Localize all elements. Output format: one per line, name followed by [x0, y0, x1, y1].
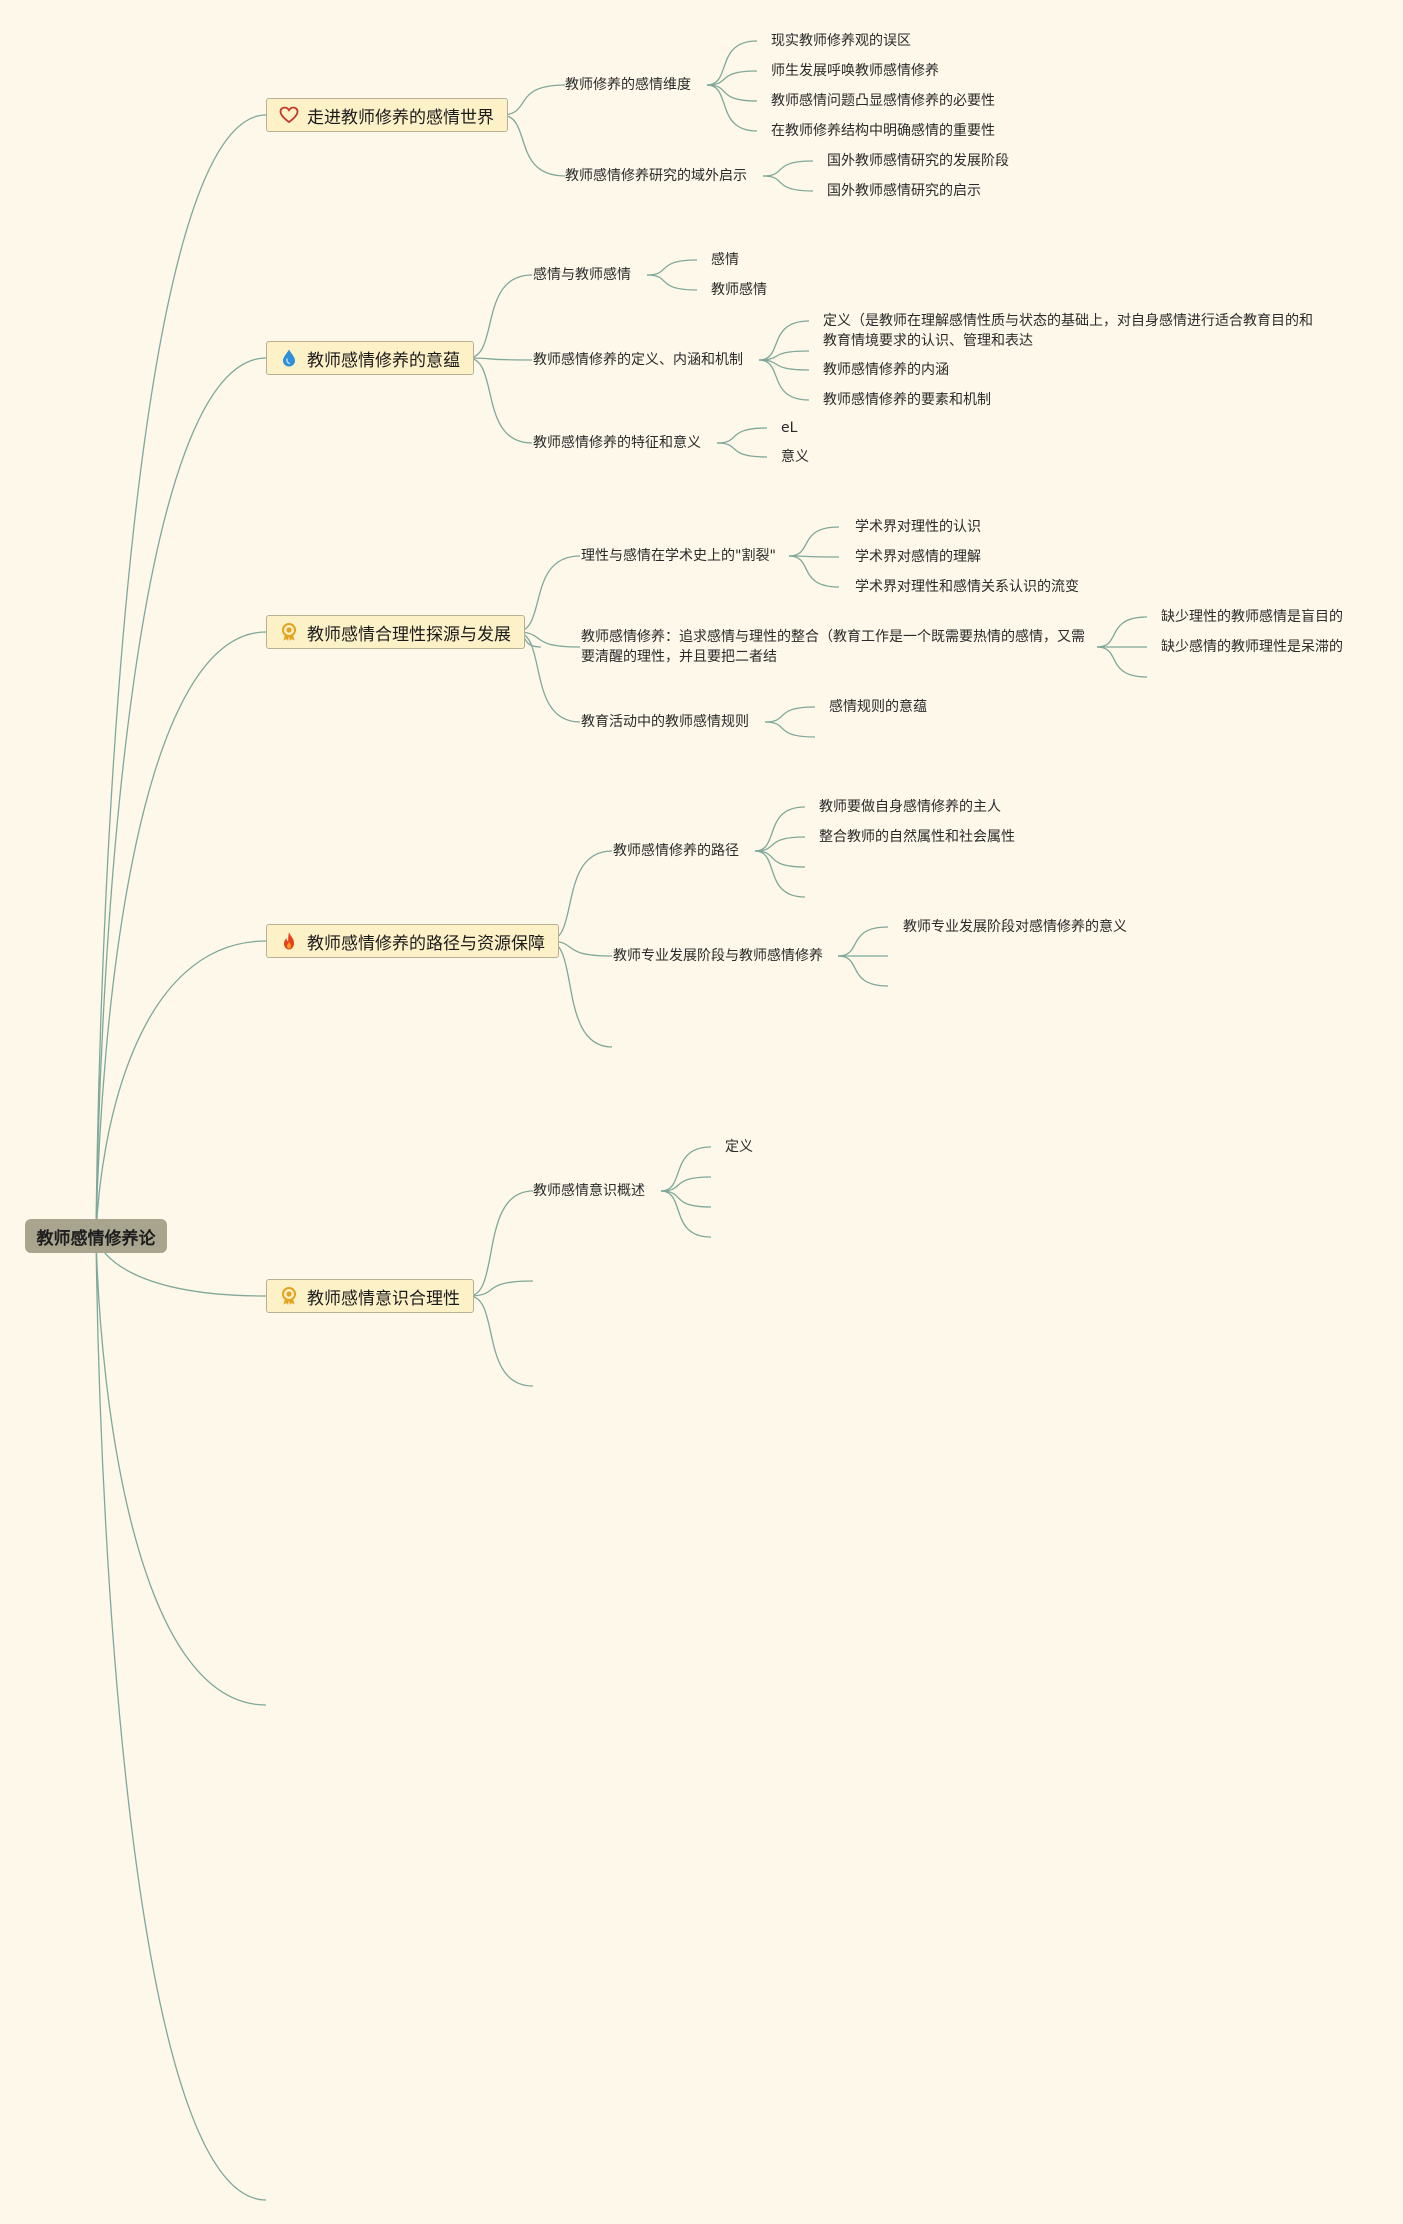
leaf-link-9-4 — [754, 850, 806, 898]
subtopic-4-1[interactable]: 教师感情修养的路径 — [613, 843, 739, 859]
leaf-link-11-3 — [660, 1190, 712, 1208]
topic-3-link-1 — [515, 555, 581, 633]
leaf-1-1-2[interactable]: 师生发展呼唤教师感情修养 — [771, 63, 939, 79]
topic-3[interactable]: 教师感情合理性探源与发展 — [266, 615, 525, 649]
leaf-link-8-2 — [764, 721, 816, 738]
subtopic-3-3[interactable]: 教育活动中的教师感情规则 — [581, 714, 749, 730]
leaf-link-4-1 — [758, 320, 810, 361]
subtopic-2-2[interactable]: 教师感情修养的定义、内涵和机制 — [533, 352, 743, 368]
subtopic-3-1[interactable]: 理性与感情在学术史上的"割裂" — [581, 548, 776, 564]
leaf-1-2-1[interactable]: 国外教师感情研究的发展阶段 — [827, 153, 1009, 169]
leaf-3-2-1[interactable]: 缺少理性的教师感情是盲目的 — [1161, 609, 1343, 625]
leaf-link-7-3 — [1096, 646, 1148, 678]
leaf-1-1-3[interactable]: 教师感情问题凸显感情修养的必要性 — [771, 93, 995, 109]
leaf-link-6-3 — [788, 555, 840, 588]
leaf-2-3-2[interactable]: 意义 — [781, 449, 809, 465]
topic-2-link-1 — [467, 274, 533, 359]
topic-5-link-1 — [468, 1190, 534, 1297]
leaf-3-1-3[interactable]: 学术界对理性和感情关系认识的流变 — [855, 579, 1079, 595]
leaf-2-1-2[interactable]: 教师感情 — [711, 282, 767, 298]
leaf-2-1-1[interactable]: 感情 — [711, 252, 739, 268]
topic-2-link-2 — [467, 357, 533, 361]
topic-5-link-3 — [468, 1295, 534, 1387]
leaf-1-2-2[interactable]: 国外教师感情研究的启示 — [827, 183, 981, 199]
leaf-link-5-2 — [716, 442, 768, 458]
topic-1-link-2 — [500, 114, 566, 177]
leaf-3-1-1[interactable]: 学术界对理性的认识 — [855, 519, 981, 535]
leaf-link-9-3 — [754, 850, 806, 868]
leaf-4-2-1[interactable]: 教师专业发展阶段对感情修养的意义 — [903, 919, 1127, 935]
leaf-link-8-1 — [764, 706, 816, 723]
medal-icon — [279, 1286, 299, 1306]
leaf-4-1-1[interactable]: 教师要做自身感情修养的主人 — [819, 799, 1001, 815]
leaf-link-6-2 — [788, 555, 840, 558]
topic-1-label: 走进教师修养的感情世界 — [307, 107, 494, 128]
subtopic-4-2[interactable]: 教师专业发展阶段与教师感情修养 — [613, 948, 823, 964]
leaf-3-3-1[interactable]: 感情规则的意蕴 — [829, 699, 927, 715]
leaf-1-1-1[interactable]: 现实教师修养观的误区 — [771, 33, 911, 49]
leaf-link-1-3 — [706, 84, 758, 102]
leaf-5-1-1[interactable]: 定义 — [725, 1139, 753, 1155]
leaf-link-3-2 — [646, 274, 698, 291]
leaf-link-4-4 — [758, 359, 810, 401]
water-drop-icon — [279, 348, 299, 368]
topic-2-link-3 — [467, 357, 533, 444]
leaf-2-2-3[interactable]: 教师感情修养的要素和机制 — [823, 392, 991, 408]
subtopic-1-1[interactable]: 教师修养的感情维度 — [565, 77, 691, 93]
leaf-link-9-2 — [754, 836, 806, 852]
topic-1[interactable]: 走进教师修养的感情世界 — [266, 98, 508, 132]
leaf-link-7-1 — [1096, 616, 1148, 648]
leaf-link-2-1 — [762, 160, 814, 177]
root-link-6 — [95, 1235, 267, 1706]
root-link-7 — [95, 1235, 267, 2201]
topic-5-link-2 — [468, 1280, 534, 1297]
leaf-2-2-2[interactable]: 教师感情修养的内涵 — [823, 362, 949, 378]
subtopic-1-2[interactable]: 教师感情修养研究的域外启示 — [565, 168, 747, 184]
heart-icon — [279, 105, 299, 125]
leaf-2-2-1[interactable]: 定义（是教师在理解感情性质与状态的基础上，对自身感情进行适合教育目的和教育情境要… — [823, 313, 1313, 349]
leaf-1-1-4[interactable]: 在教师修养结构中明确感情的重要性 — [771, 123, 995, 139]
subtopic-2-3[interactable]: 教师感情修养的特征和意义 — [533, 435, 701, 451]
leaf-4-1-2[interactable]: 整合教师的自然属性和社会属性 — [819, 829, 1015, 845]
leaf-link-1-2 — [706, 70, 758, 86]
topic-4[interactable]: 教师感情修养的路径与资源保障 — [266, 924, 559, 958]
leaf-link-2-2 — [762, 175, 814, 192]
topic-2[interactable]: 教师感情修养的意蕴 — [266, 341, 474, 375]
leaf-link-10-1 — [837, 926, 889, 957]
root-link-2 — [95, 357, 267, 1237]
topic-3-link-3 — [515, 631, 581, 723]
root-link-4 — [95, 940, 267, 1237]
leaf-3-1-2[interactable]: 学术界对感情的理解 — [855, 549, 981, 565]
topic-5-label: 教师感情意识合理性 — [307, 1288, 460, 1309]
fire-icon — [279, 931, 299, 951]
leaf-link-5-1 — [716, 427, 768, 444]
leaf-link-11-4 — [660, 1190, 712, 1238]
leaf-link-3-1 — [646, 259, 698, 276]
root-topic[interactable]: 教师感情修养论 — [25, 1219, 167, 1253]
subtopic-2-1[interactable]: 感情与教师感情 — [533, 267, 631, 283]
leaf-link-1-4 — [706, 84, 758, 132]
leaf-link-1-1 — [706, 40, 758, 86]
leaf-link-10-3 — [837, 955, 889, 987]
topic-5[interactable]: 教师感情意识合理性 — [266, 1279, 474, 1313]
subtopic-5-1[interactable]: 教师感情意识概述 — [533, 1183, 645, 1199]
topic-1-link-1 — [500, 84, 566, 116]
leaf-link-4-3 — [758, 359, 810, 371]
leaf-link-11-2 — [660, 1176, 712, 1192]
topic-2-label: 教师感情修养的意蕴 — [307, 350, 460, 371]
leaf-link-6-1 — [788, 526, 840, 557]
leaf-link-11-1 — [660, 1146, 712, 1192]
subtopic-3-2[interactable]: 教师感情修养：追求感情与理性的整合（教育工作是一个既需要热情的感情，又需要清醒的… — [581, 629, 1085, 665]
root-link-1 — [95, 114, 267, 1237]
leaf-2-3-1[interactable]: eL — [781, 420, 798, 436]
topic-4-label: 教师感情修养的路径与资源保障 — [307, 933, 545, 954]
leaf-link-9-1 — [754, 806, 806, 852]
root-link-3 — [95, 631, 267, 1237]
leaf-3-2-2[interactable]: 缺少感情的教师理性是呆滞的 — [1161, 639, 1343, 655]
medal-icon — [279, 622, 299, 642]
topic-3-label: 教师感情合理性探源与发展 — [307, 624, 511, 645]
